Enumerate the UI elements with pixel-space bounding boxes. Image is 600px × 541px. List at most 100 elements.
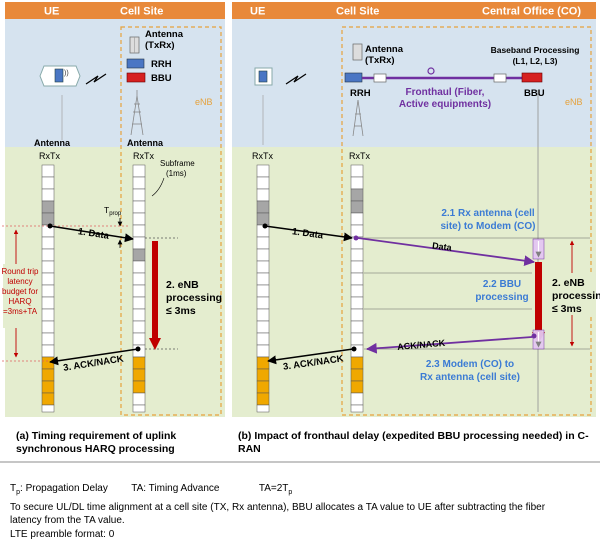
fronthaul-data-arrow [357,237,536,267]
subframe-slot [132,248,146,262]
ue-timeline [41,164,55,413]
ue-rxtx-label: RxTx [39,151,60,161]
b-antenna-icon [352,43,363,61]
rtt-line2: latency [7,277,32,286]
b-data-arrow-origin [262,223,268,229]
subframe-slot [41,164,55,178]
ue-antenna-label: Antenna [34,138,71,148]
antenna-label: Antenna [145,29,184,40]
subframe-slot [41,200,55,214]
svg-text:)): )) [64,70,69,77]
tower-icon [130,90,144,136]
ta-desc: TA: Timing Advance [131,483,220,494]
subframe-slot [350,332,364,346]
subframe-slot [132,296,146,310]
step-21-line1: 2.1 Rx antenna (cell [441,208,535,219]
b-antenna-label: Antenna [365,44,404,55]
ue-phone-icon: )) [39,65,81,87]
panel-a-top-band [5,19,225,147]
subframe-slot [350,272,364,286]
subframe-slot [350,164,364,178]
caption-b-line1: (b) Impact of fronthaul delay (expedited… [238,430,589,442]
cell-timeline [132,164,146,413]
data-arrow-origin [47,223,53,229]
subframe-slot [256,308,270,322]
panel-b: UE Cell Site Central Office (CO) eNB Ant… [232,2,600,417]
subframe-slot [256,164,270,178]
data-arrow [49,225,134,243]
subframe-slot [132,164,146,178]
subframe-slot [41,404,55,413]
antenna-txrx-label: (TxRx) [145,40,175,51]
subframe-slot [350,284,364,298]
subframe-slot [132,404,146,413]
b-cell-rxtx-label: RxTx [349,151,370,161]
subframe-slot [256,332,270,346]
step-22-line1: 2.2 BBU [483,279,521,290]
b-bbu-label: BBU [524,88,545,99]
enb-processing-line2: processing [166,292,222,304]
rtt-line5: =3ms+TA [3,307,38,316]
subframe-slot [41,248,55,262]
rrh-icon [126,58,145,69]
wireless-link-icon [85,73,107,85]
panel-b-top-band [232,19,596,147]
ack-arrow [49,348,139,366]
rtt-line3: budget for [2,287,38,296]
subframe-slot [41,308,55,322]
panel-a: UE Cell Site eNB )) Antenna (TxRx) RRH B… [2,2,225,417]
subframe-slot [256,296,270,310]
step-21-line2: site) to Modem (CO) [441,221,536,232]
subframe-slot [41,320,55,334]
fronthaul-equip-1 [373,73,387,83]
subframe-slot [256,248,270,262]
b-header-co: Central Office (CO) [482,6,581,18]
fronthaul-data-origin [353,235,359,241]
subframe-slot [256,344,270,358]
tp-desc: : Propagation Delay [20,483,108,494]
rrh-label: RRH [151,59,172,70]
data-arrow-label: 1. Data [77,226,110,242]
subframe-slot [350,188,364,202]
subframe-slot [41,260,55,274]
step-23-line1: 2.3 Modem (CO) to [426,359,514,370]
antenna-icon [129,36,140,54]
subframe-slot [256,392,270,406]
subframe-slot [41,392,55,406]
subframe-slot [350,176,364,190]
enb-processing-line3: ≤ 3ms [166,305,196,317]
panel-a-header [5,2,225,19]
header-cell-site: Cell Site [120,6,163,18]
b-ack-arrow [267,348,354,365]
subframe-slot [350,296,364,310]
rtt-label-bg [3,264,31,328]
subframe-slot [41,344,55,358]
subframe-slot [256,236,270,250]
subframe-slot [132,332,146,346]
subframe-slot [350,392,364,406]
caption-b-line2: RAN [238,443,261,455]
b-rrh-label: RRH [350,88,371,99]
b-tower-icon [352,99,364,137]
bbu-processing-bar [535,262,542,334]
cell-antenna-label: Antenna [127,138,164,148]
subframe-slot [132,236,146,250]
b-bbu-icon [521,72,543,83]
subframe-slot [132,224,146,238]
subframe-slot [350,308,364,322]
subframe-slot [132,380,146,394]
subframe-slot [350,356,364,370]
subframe-slot [132,212,146,226]
fronthaul-ack-label: ACK/NACK [397,338,446,352]
fronthaul-label-2: Active equipments) [399,99,491,110]
caption-a-line2: synchronous HARQ processing [16,443,175,455]
b-antenna-txrx-label: (TxRx) [365,55,395,66]
enb-processing-line1: 2. eNB [166,279,199,291]
b-enb-label-bg [550,273,592,315]
subframe-slot [256,188,270,202]
caption-a-line1: (a) Timing requirement of uplink [16,430,177,442]
subframe-slot [256,212,270,226]
fronthaul-ack-origin [531,333,537,339]
subframe-slot [256,368,270,382]
